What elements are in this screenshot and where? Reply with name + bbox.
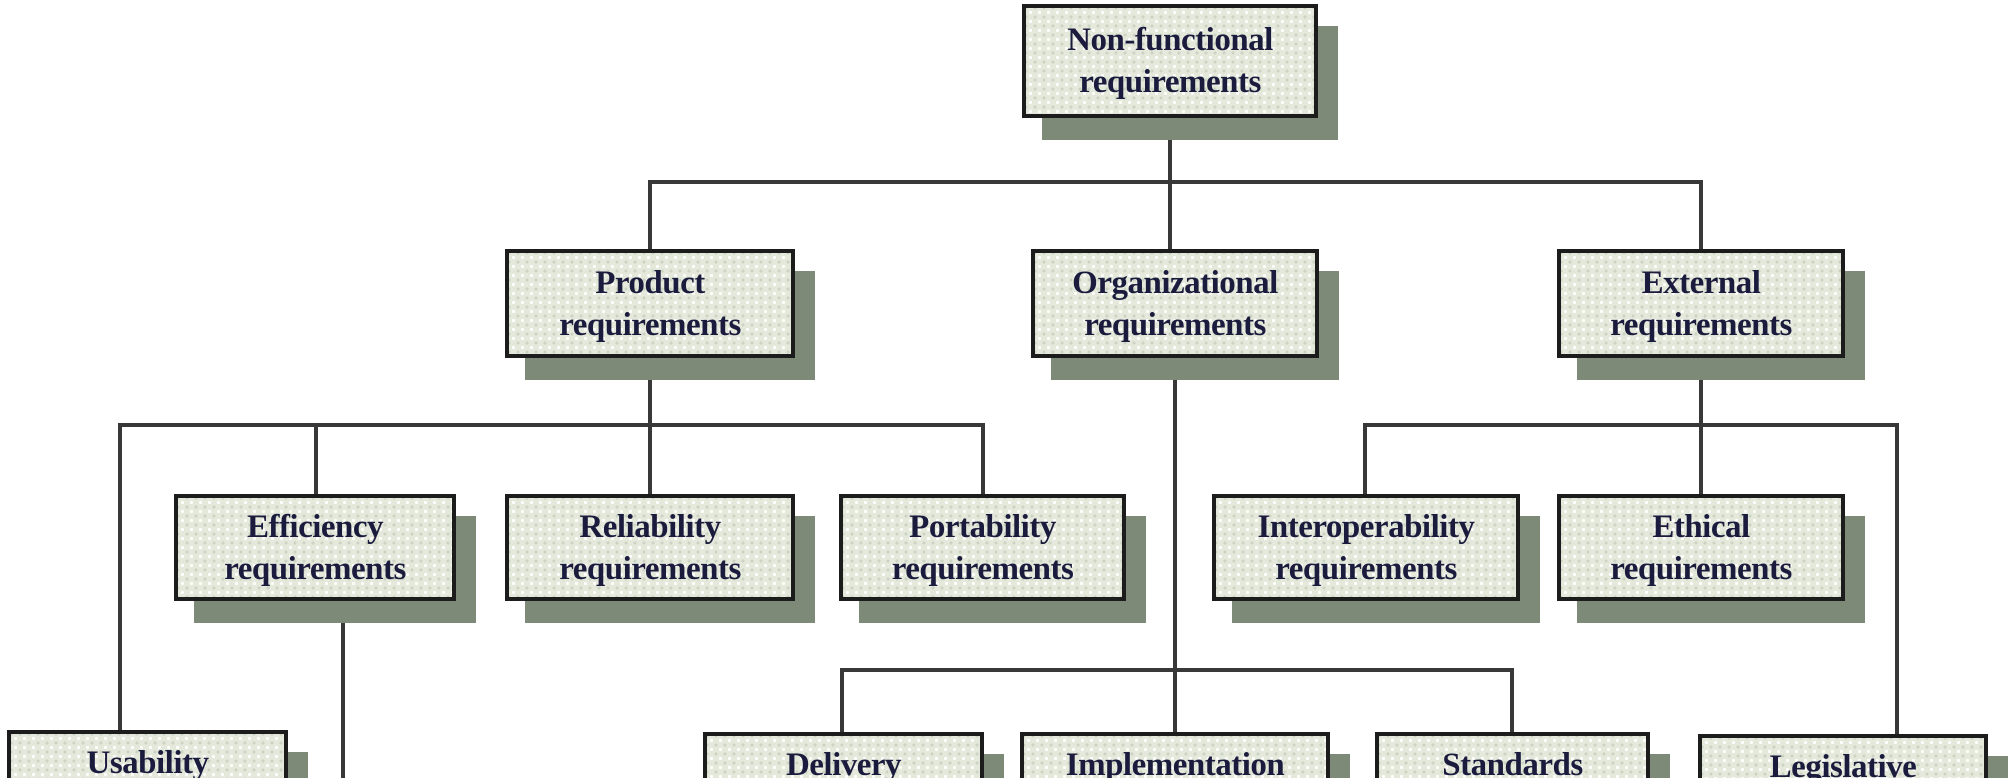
node-external: External requirements xyxy=(1557,249,1845,358)
node-reliability: Reliability requirements xyxy=(505,494,795,601)
node-interoperability: Interoperability requirements xyxy=(1212,494,1520,601)
node-label-line: requirements xyxy=(1610,306,1792,343)
node-label-line: requirements xyxy=(224,550,406,587)
node-label-line: requirements xyxy=(559,550,741,587)
node-delivery: Delivery xyxy=(703,732,984,778)
node-label-line: Product xyxy=(595,264,705,301)
node-label-line: requirements xyxy=(1084,306,1266,343)
connector-drop-external xyxy=(1699,180,1703,249)
node-label-line: Non-functional xyxy=(1067,22,1273,58)
node-standards: Standards xyxy=(1375,732,1650,778)
connector-drop-delivery xyxy=(840,668,844,732)
node-label-line: External xyxy=(1641,264,1761,301)
connector-external-horizontal xyxy=(1363,423,1899,427)
node-legislative: Legislative xyxy=(1698,734,1988,778)
connector-efficiency-children-vertical xyxy=(341,601,345,778)
node-label-line: requirements xyxy=(1275,550,1457,587)
node-label-line: Interoperability xyxy=(1257,508,1475,545)
node-non-functional: Non-functional requirements xyxy=(1022,4,1318,118)
node-portability: Portability requirements xyxy=(839,494,1126,601)
connector-drop-interoperability xyxy=(1363,423,1367,494)
connector-product-horizontal xyxy=(118,423,985,427)
connector-organizational-vertical xyxy=(1173,358,1177,732)
node-label-line: Portability xyxy=(909,508,1056,545)
node-label-line: requirements xyxy=(1079,64,1261,100)
connector-drop-product xyxy=(648,180,652,249)
node-label-line: requirements xyxy=(891,550,1074,587)
connector-drop-efficiency xyxy=(314,423,318,494)
connector-organizational-horizontal xyxy=(840,668,1514,672)
connector-drop-legislative xyxy=(1895,423,1899,734)
connector-drop-portability xyxy=(981,423,985,494)
node-label-line: Implementation xyxy=(1065,747,1285,778)
node-efficiency: Efficiency requirements xyxy=(174,494,456,601)
connector-drop-usability xyxy=(118,423,122,730)
node-label-line: Organizational xyxy=(1072,264,1278,301)
node-usability: Usability xyxy=(7,730,288,778)
node-label-line: requirements xyxy=(559,306,741,343)
connector-level1-horizontal xyxy=(648,180,1703,184)
connector-drop-standards xyxy=(1510,668,1514,732)
node-label-line: Standards xyxy=(1442,747,1583,778)
node-label-line: Efficiency xyxy=(246,508,384,545)
node-implementation: Implementation xyxy=(1020,732,1330,778)
node-ethical: Ethical requirements xyxy=(1557,494,1845,601)
node-label-line: Reliability xyxy=(579,508,721,545)
node-label-line: Delivery xyxy=(785,747,902,778)
node-label-line: Usability xyxy=(86,745,209,778)
node-label-line: requirements xyxy=(1610,550,1792,587)
node-label-line: Ethical xyxy=(1652,508,1750,545)
node-organizational: Organizational requirements xyxy=(1031,249,1319,358)
node-label-line: Legislative xyxy=(1769,749,1917,778)
node-product: Product requirements xyxy=(505,249,795,358)
